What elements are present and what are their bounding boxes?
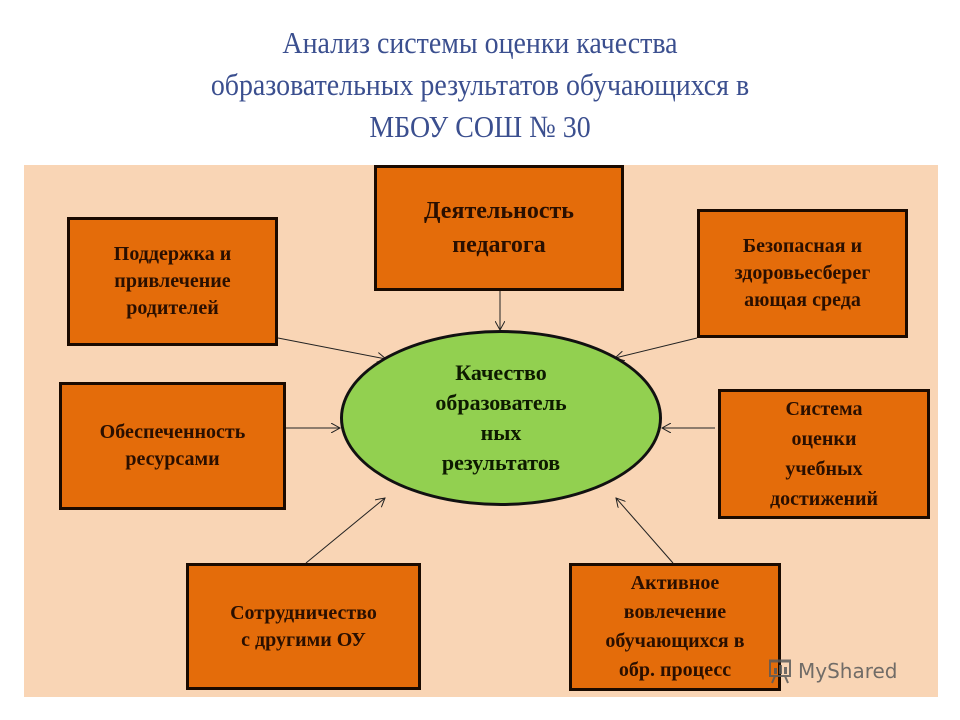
node-safe-environment: Безопасная и здоровьесберег ающая среда xyxy=(697,209,908,338)
arrow-safe xyxy=(615,337,698,358)
node-teacher-activity: Деятельность педагога xyxy=(374,165,624,291)
node-resources: Обеспеченность ресурсами xyxy=(59,382,286,510)
node-assessment-system: Система оценки учебных достижений xyxy=(718,389,930,519)
node-label: Деятельность педагога xyxy=(424,198,574,258)
node-parents-support: Поддержка и привлечение родителей xyxy=(67,217,278,346)
arrow-involvement xyxy=(616,498,674,564)
slide-title: Анализ системы оценки качества образоват… xyxy=(48,22,912,148)
arrow-cooperation xyxy=(305,498,385,564)
node-label: Система оценки учебных достижений xyxy=(769,398,879,510)
center-label: Качество образователь ных результатов xyxy=(435,360,567,475)
title-line-1: Анализ системы оценки качества xyxy=(282,25,678,60)
node-label: Безопасная и здоровьесберег ающая среда xyxy=(734,235,871,311)
watermark: MyShared xyxy=(768,658,898,684)
node-label: Поддержка и привлечение родителей xyxy=(113,243,232,319)
watermark-text: MyShared xyxy=(798,659,898,683)
node-label: Сотрудничество с другими ОУ xyxy=(230,601,377,651)
node-label: Активное вовлечение обучающихся в обр. п… xyxy=(605,572,745,681)
presentation-board-icon xyxy=(769,659,791,684)
center-node-education-quality: Качество образователь ных результатов xyxy=(340,330,662,506)
node-cooperation: Сотрудничество с другими ОУ xyxy=(186,563,421,690)
arrow-parents xyxy=(277,337,386,359)
title-line-2: образовательных результатов обучающихся … xyxy=(210,67,750,102)
node-active-involvement: Активное вовлечение обучающихся в обр. п… xyxy=(569,563,781,691)
title-line-3: МБОУ СОШ № 30 xyxy=(369,109,591,144)
node-label: Обеспеченность ресурсами xyxy=(99,421,246,470)
